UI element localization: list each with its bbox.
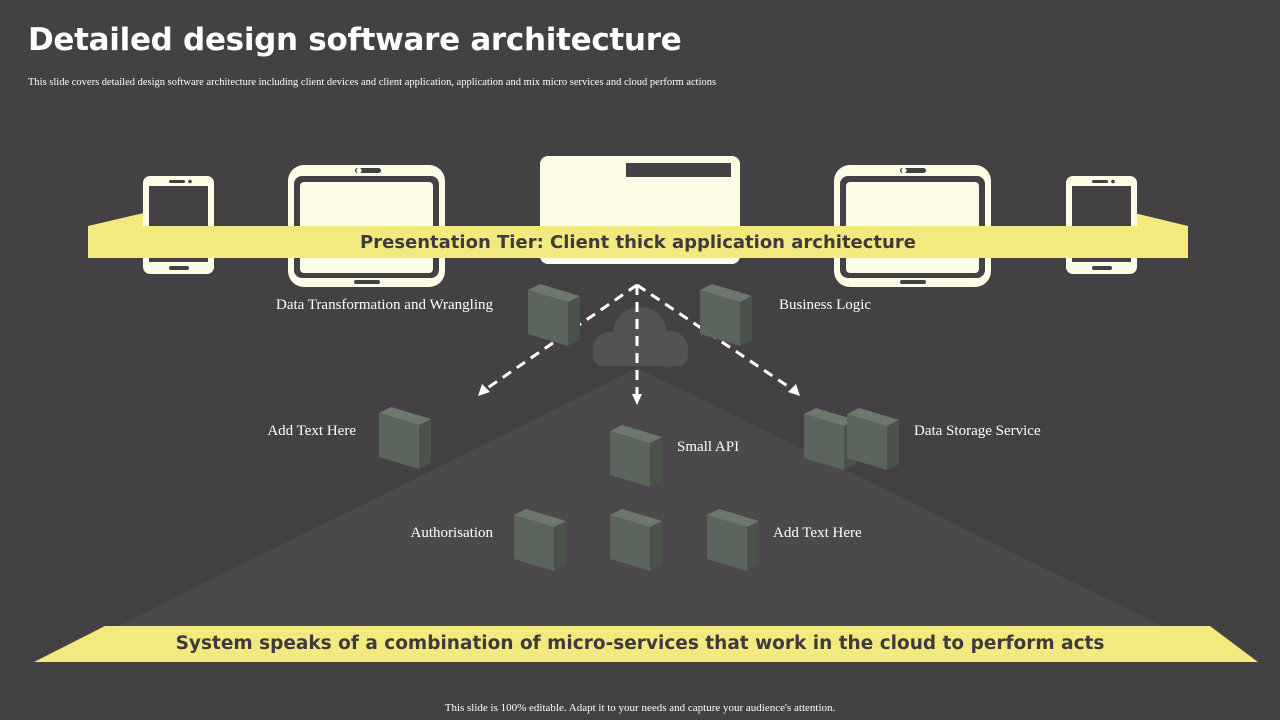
presentation-tier-label: Presentation Tier: Client thick applicat…: [360, 232, 916, 253]
system-banner: [34, 626, 1258, 662]
phone-icon: [1066, 176, 1137, 274]
page-subtitle: This slide covers detailed design softwa…: [28, 77, 717, 88]
label-small-api: Small API: [677, 439, 740, 455]
label-authorisation: Authorisation: [410, 525, 494, 541]
cube-icon: [528, 284, 580, 346]
footer-note: This slide is 100% editable. Adapt it to…: [444, 702, 836, 714]
label-data-transformation: Data Transformation and Wrangling: [275, 297, 493, 313]
label-add-text-right: Add Text Here: [773, 525, 862, 541]
cube-icon: [379, 407, 431, 469]
banner-right-wedge: [1130, 212, 1188, 226]
presentation-tier-banner: [88, 226, 1188, 258]
system-banner-label: System speaks of a combination of micro-…: [175, 633, 1105, 654]
phone-icon: [143, 176, 214, 274]
label-business-logic: Business Logic: [779, 297, 872, 313]
banner-left-wedge: [88, 212, 148, 226]
label-add-text-left: Add Text Here: [267, 423, 356, 439]
cloud-icon: [593, 307, 688, 367]
light-cone: [90, 368, 1190, 640]
label-data-storage: Data Storage Service: [914, 423, 1041, 439]
page-title: Detailed design software architecture: [28, 22, 682, 58]
cube-icon: [700, 284, 752, 346]
arrow-heads: [478, 384, 800, 405]
